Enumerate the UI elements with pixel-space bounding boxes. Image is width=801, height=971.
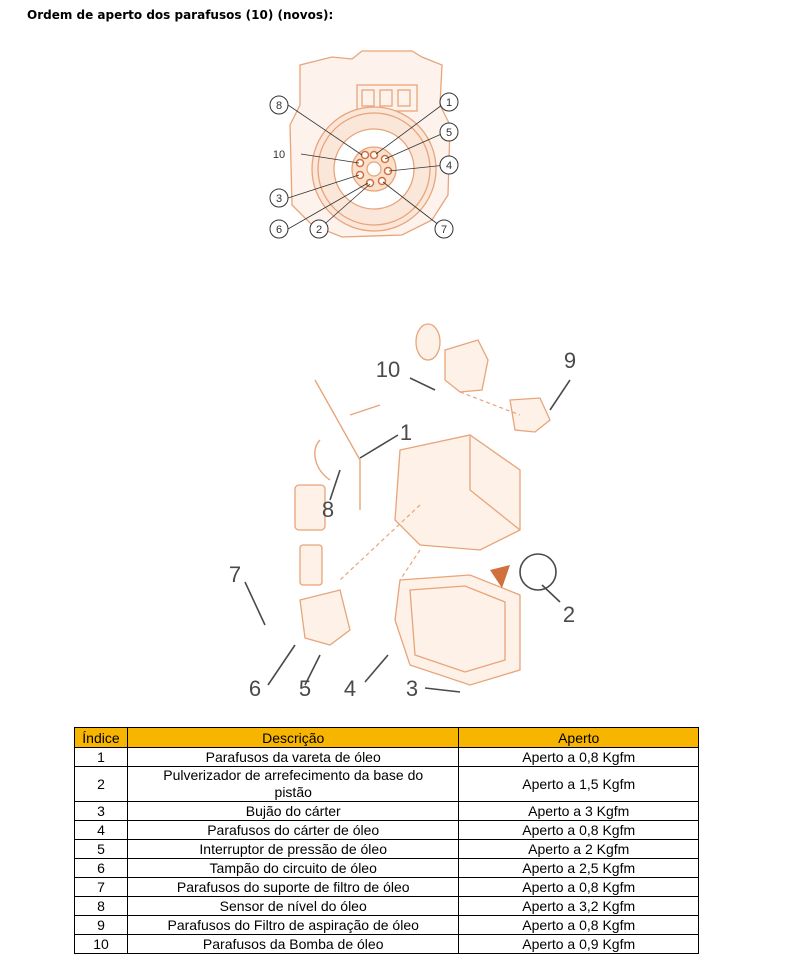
cell-torque: Aperto a 0,9 Kgfm [458, 934, 699, 954]
table-row: 5 Interruptor de pressão de óleo Aperto … [74, 839, 699, 859]
header-index: Índice [74, 727, 128, 748]
callout-4: 4 [446, 160, 452, 172]
cell-index: 6 [74, 858, 128, 878]
cell-torque: Aperto a 2,5 Kgfm [458, 858, 699, 878]
table-row: 3 Bujão do cárter Aperto a 3 Kgfm [74, 801, 699, 821]
cell-description: Pulverizador de arrefecimento da base do… [126, 766, 460, 802]
callout-1: 1 [400, 420, 412, 445]
callout-10: 10 [273, 149, 285, 161]
cell-description: Parafusos do suporte de filtro de óleo [126, 877, 460, 897]
cell-torque: Aperto a 2 Kgfm [458, 839, 699, 859]
callout-2: 2 [563, 602, 575, 627]
callout-7: 7 [229, 562, 241, 587]
cell-description: Bujão do cárter [126, 801, 460, 821]
callout-9: 9 [564, 348, 576, 373]
header-description: Descrição [126, 727, 460, 748]
cell-description: Parafusos do cárter de óleo [126, 820, 460, 840]
callout-8: 8 [322, 497, 334, 522]
cell-index: 4 [74, 820, 128, 840]
cell-description: Parafusos do Filtro de aspiração de óleo [126, 915, 460, 935]
callout-7: 7 [441, 224, 447, 236]
cell-torque: Aperto a 0,8 Kgfm [458, 747, 699, 767]
cell-index: 5 [74, 839, 128, 859]
cell-description: Parafusos da Bomba de óleo [126, 934, 460, 954]
callout-5: 5 [299, 676, 311, 701]
table-row: 8 Sensor de nível do óleo Aperto a 3,2 K… [74, 896, 699, 916]
cell-index: 7 [74, 877, 128, 897]
cell-description: Parafusos da vareta de óleo [126, 747, 460, 767]
torque-spec-table: Índice Descrição Aperto 1 Parafusos da v… [74, 727, 699, 954]
flywheel-diagram: 8 1 5 10 4 3 6 2 7 [269, 50, 459, 239]
callout-3: 3 [406, 676, 418, 701]
callout-2: 2 [316, 224, 322, 236]
table-row: 1 Parafusos da vareta de óleo Aperto a 0… [74, 747, 699, 767]
lubrication-exploded-diagram: 10 9 1 8 7 2 6 5 4 3 [229, 323, 576, 701]
cell-torque: Aperto a 1,5 Kgfm [458, 766, 699, 802]
cell-index: 1 [74, 747, 128, 767]
callout-6: 6 [249, 676, 261, 701]
callout-1: 1 [446, 97, 452, 109]
table-row: 2 Pulverizador de arrefecimento da base … [74, 766, 699, 802]
callout-10: 10 [376, 357, 400, 382]
cell-index: 8 [74, 896, 128, 916]
cell-index: 2 [74, 766, 128, 802]
cell-index: 10 [74, 934, 128, 954]
callout-4: 4 [344, 676, 356, 701]
cell-index: 9 [74, 915, 128, 935]
table-header-row: Índice Descrição Aperto [74, 727, 699, 748]
table-row: 7 Parafusos do suporte de filtro de óleo… [74, 877, 699, 897]
callout-3: 3 [276, 193, 282, 205]
table-row: 6 Tampão do circuito de óleo Aperto a 2,… [74, 858, 699, 878]
cell-description: Tampão do circuito de óleo [126, 858, 460, 878]
cell-description: Interruptor de pressão de óleo [126, 839, 460, 859]
table-row: 10 Parafusos da Bomba de óleo Aperto a 0… [74, 934, 699, 954]
page-title: Ordem de aperto dos parafusos (10) (novo… [27, 8, 334, 22]
cell-torque: Aperto a 3,2 Kgfm [458, 896, 699, 916]
callout-6: 6 [276, 224, 282, 236]
cell-torque: Aperto a 0,8 Kgfm [458, 820, 699, 840]
cell-description: Sensor de nível do óleo [126, 896, 460, 916]
cell-index: 3 [74, 801, 128, 821]
cell-torque: Aperto a 0,8 Kgfm [458, 915, 699, 935]
callout-5: 5 [446, 127, 452, 139]
table-row: 9 Parafusos do Filtro de aspiração de ól… [74, 915, 699, 935]
callout-8: 8 [276, 100, 282, 112]
cell-torque: Aperto a 0,8 Kgfm [458, 877, 699, 897]
header-torque: Aperto [458, 727, 699, 748]
table-row: 4 Parafusos do cárter de óleo Aperto a 0… [74, 820, 699, 840]
cell-torque: Aperto a 3 Kgfm [458, 801, 699, 821]
